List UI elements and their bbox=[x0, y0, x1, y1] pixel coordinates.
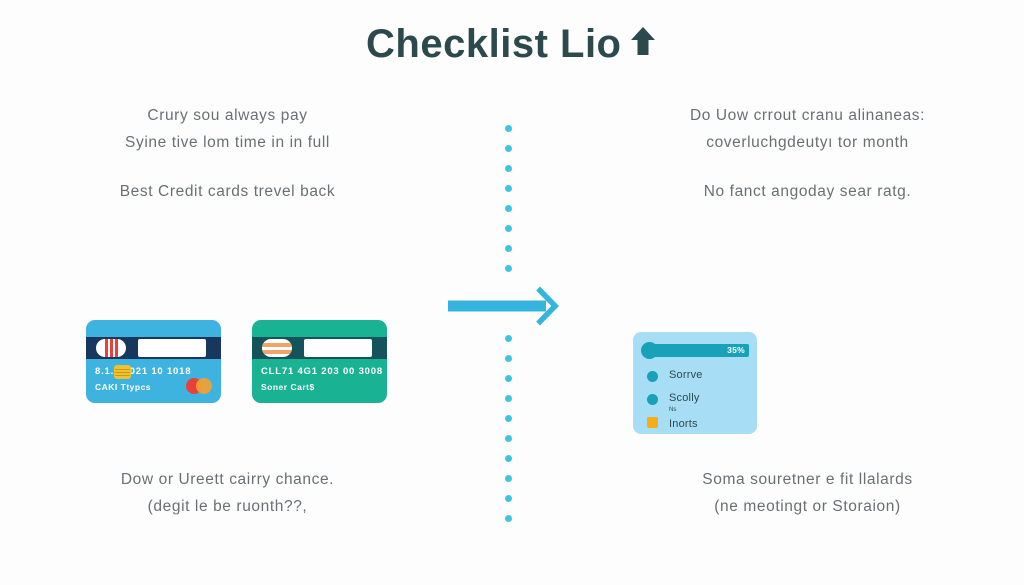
page-title: Checklist Lio bbox=[0, 18, 1024, 70]
card-number: 8.1.1 3021 10 1018 bbox=[95, 366, 192, 377]
divider-dot bbox=[505, 395, 512, 402]
divider-dot bbox=[505, 495, 512, 502]
blue-credit-card: 8.1.1 3021 10 1018 CAKI Ttypcs bbox=[86, 320, 221, 403]
left-bottom-text-block: Dow or Ureett cairry chance. (degit le b… bbox=[55, 466, 400, 520]
legend-label: Inorts bbox=[669, 418, 698, 430]
left-top-text-block: Crury sou always pay Syine tive lom time… bbox=[55, 102, 400, 205]
card-magnetic-band bbox=[252, 337, 387, 359]
legend-dot-icon bbox=[647, 394, 658, 405]
divider-dot bbox=[505, 225, 512, 232]
card-number: CLL71 4G1 203 00 3008 bbox=[261, 366, 383, 377]
legend-item: Scolly bbox=[647, 389, 751, 410]
vertical-dotted-line-bottom bbox=[504, 335, 513, 522]
progress-row: 35% bbox=[641, 342, 749, 359]
legend-item: Ns Inorts bbox=[647, 407, 751, 433]
legend-label: Sorrve bbox=[669, 369, 703, 381]
left-top-line-1: Crury sou always pay bbox=[147, 107, 308, 124]
left-bottom-line-1: Dow or Ureett cairry chance. bbox=[120, 471, 335, 488]
legend-item: Sorrve bbox=[647, 366, 751, 387]
divider-dot bbox=[505, 475, 512, 482]
teal-credit-card: CLL71 4G1 203 00 3008 Soner Cart$ bbox=[252, 320, 387, 403]
divider-dot bbox=[505, 145, 512, 152]
mastercard-logo bbox=[186, 378, 212, 394]
divider-dot bbox=[505, 335, 512, 342]
divider-dot bbox=[505, 245, 512, 252]
right-top-line-1: Do Uow crrout cranu alinaneas: bbox=[689, 107, 926, 124]
card-holder-name: CAKI Ttypcs bbox=[95, 382, 152, 392]
right-top-line-2: coverluchgdeutyı tor month bbox=[706, 134, 909, 151]
progress-percent-label: 35% bbox=[727, 345, 745, 355]
card-holder-name: Soner Cart$ bbox=[261, 382, 315, 392]
progress-knob[interactable] bbox=[641, 342, 658, 359]
divider-dot bbox=[505, 125, 512, 132]
divider-dot bbox=[505, 355, 512, 362]
card-magnetic-band bbox=[86, 337, 221, 359]
arrow-up-icon bbox=[628, 24, 658, 63]
right-top-text-block: Do Uow crrout cranu alinaneas: coverluch… bbox=[615, 102, 1000, 205]
card-band-emblem bbox=[96, 339, 126, 357]
legend-superscript: Ns bbox=[669, 407, 677, 413]
left-top-line-3: Best Credit cards trevel back bbox=[119, 183, 336, 200]
page-title-text: Checklist Lio bbox=[366, 22, 622, 66]
left-bottom-line-2: (degit le be ruonth??, bbox=[147, 498, 308, 515]
right-top-line-3: No fanct angoday sear ratg. bbox=[703, 183, 912, 200]
divider-dot bbox=[505, 455, 512, 462]
right-bottom-line-1: Soma souretner e fit llalards bbox=[702, 471, 913, 488]
divider-dot bbox=[505, 415, 512, 422]
right-bottom-line-2: (ne meotingt or Storaion) bbox=[714, 498, 901, 515]
card-band-emblem bbox=[262, 339, 292, 357]
right-bottom-text-block: Soma souretner e fit llalards (ne meotin… bbox=[615, 466, 1000, 520]
arrow-right-icon bbox=[448, 283, 576, 334]
divider-dot bbox=[505, 205, 512, 212]
divider-dot bbox=[505, 515, 512, 522]
vertical-dotted-line-top bbox=[504, 125, 513, 275]
card-signature-strip bbox=[138, 339, 206, 357]
legend-square-icon bbox=[647, 417, 658, 428]
divider-dot bbox=[505, 375, 512, 382]
divider-dot bbox=[505, 435, 512, 442]
legend-dot-icon bbox=[647, 371, 658, 382]
divider-dot bbox=[505, 165, 512, 172]
progress-bar: 35% bbox=[653, 344, 749, 357]
legend-label: Scolly bbox=[669, 392, 700, 404]
left-top-spacer bbox=[55, 156, 400, 178]
divider-dot bbox=[505, 265, 512, 272]
divider-dot bbox=[505, 185, 512, 192]
card-signature-strip bbox=[304, 339, 372, 357]
budget-stats-panel: 35% Sorrve Scolly Ns Inorts bbox=[633, 332, 757, 434]
card-chip-icon bbox=[114, 365, 131, 379]
mastercard-right-circle bbox=[196, 378, 212, 394]
panel-legend: Sorrve Scolly Ns Inorts bbox=[647, 366, 751, 435]
right-top-spacer bbox=[615, 156, 1000, 178]
left-top-line-2: Syine tive lom time in in full bbox=[125, 134, 330, 151]
